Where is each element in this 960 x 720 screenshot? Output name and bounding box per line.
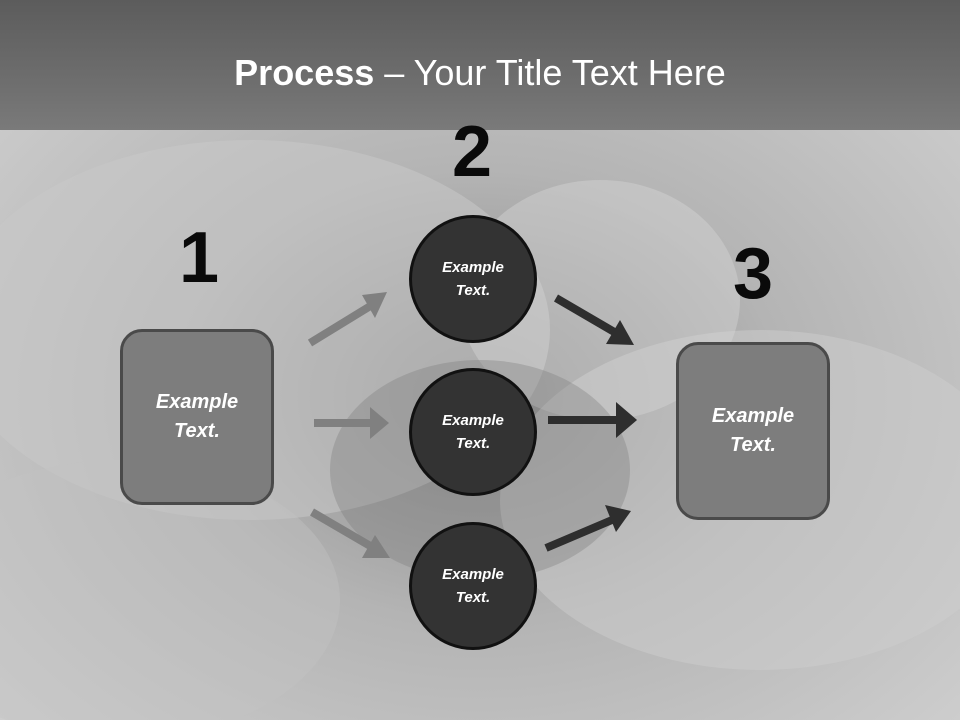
slide-title: Process – Your Title Text Here bbox=[0, 52, 960, 94]
arrow-from-middle-circle bbox=[548, 402, 637, 438]
top-circle: Example Text. bbox=[409, 215, 537, 343]
middle-circle: Example Text. bbox=[409, 368, 537, 496]
title-rest: – Your Title Text Here bbox=[374, 52, 726, 93]
step-3-number: 3 bbox=[732, 234, 774, 314]
bottom-circle-text: Example Text. bbox=[442, 566, 504, 606]
step-2-number: 2 bbox=[451, 112, 493, 192]
title-band bbox=[0, 0, 960, 130]
left-box-text: Example Text. bbox=[155, 391, 239, 442]
left-process-box: Example Text. bbox=[120, 329, 274, 505]
middle-circle-text: Example Text. bbox=[442, 412, 504, 452]
arrow-to-middle-circle bbox=[314, 407, 389, 439]
arrow-from-top-circle bbox=[553, 294, 634, 345]
arrow-to-top-circle bbox=[307, 292, 387, 347]
right-box-text: Example Text. bbox=[711, 405, 795, 456]
arrow-from-bottom-circle bbox=[544, 505, 631, 552]
bottom-circle: Example Text. bbox=[409, 522, 537, 650]
title-bold: Process bbox=[234, 52, 375, 93]
step-1-number: 1 bbox=[178, 218, 220, 298]
top-circle-text: Example Text. bbox=[442, 259, 504, 299]
arrow-to-bottom-circle bbox=[309, 508, 390, 558]
right-process-box: Example Text. bbox=[676, 342, 830, 520]
